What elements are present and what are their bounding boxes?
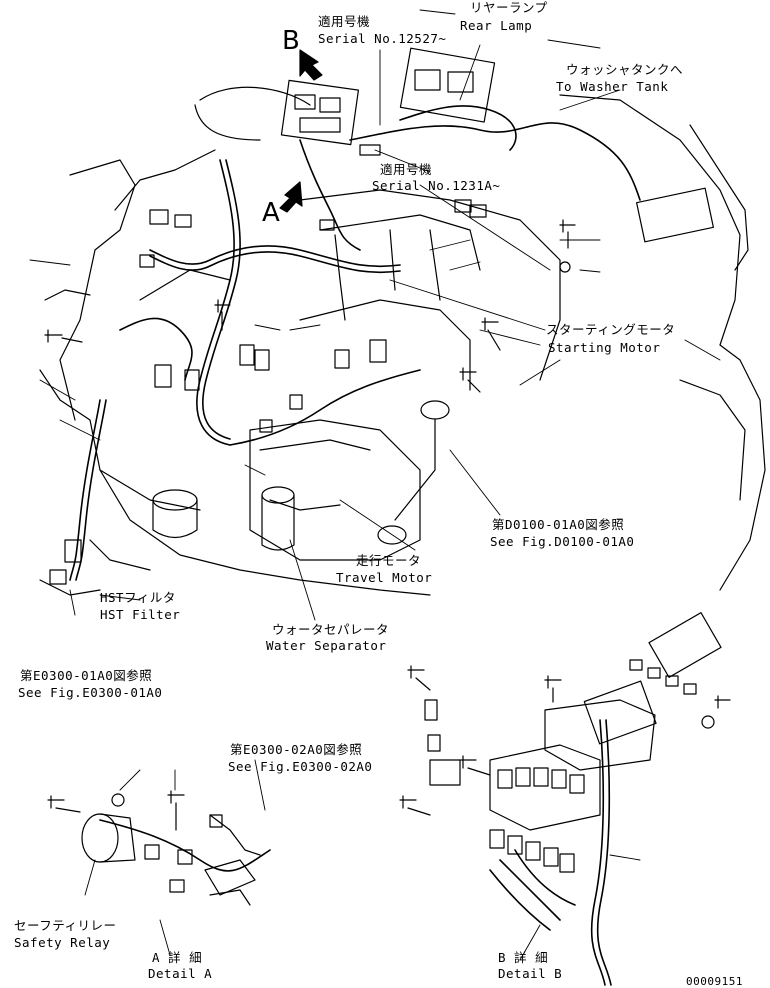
washer-tank-label-jp: ウォッシャタンクへ [566, 62, 684, 77]
rear-lamp-label: Rear Lamp [460, 18, 533, 33]
rear-lamp-label-jp: リヤーランプ [470, 0, 548, 15]
fig-reference-e0300-02-jp: 第E0300-02A0図参照 [230, 742, 363, 757]
bolts [44, 219, 731, 831]
fig-reference-e0300-02: See Fig.E0300-02A0 [228, 759, 373, 774]
fig-reference-d0100-jp: 第D0100-01A0図参照 [492, 517, 625, 532]
serial-label-jp-2: 適用号機 [380, 162, 433, 177]
water-separator-label-jp: ウォータセパレータ [272, 622, 390, 637]
drawing-number: 00009151 [686, 975, 743, 988]
engine-block [152, 189, 561, 561]
detail-a-safety-relay [81, 813, 261, 906]
hst-filter-label: HST Filter [100, 607, 181, 622]
view-a-marker: A [262, 198, 280, 228]
machine-body-outline [39, 86, 766, 596]
water-separator-label: Water Separator [266, 638, 387, 653]
fig-reference-e0300-01-jp: 第E0300-01A0図参照 [20, 668, 153, 683]
detail-b-relay-block [424, 612, 722, 873]
view-arrows [279, 49, 323, 213]
fig-reference-d0100: See Fig.D0100-01A0 [490, 534, 635, 549]
safety-relay-label: Safety Relay [14, 935, 111, 950]
detail-a-title: Detail A [148, 966, 213, 981]
hst-filter-label-jp: HSTフィルタ [100, 590, 176, 605]
safety-relay-label-jp: セーフティリレー [14, 918, 117, 933]
detail-a-title-jp: A 詳 細 [152, 950, 203, 965]
fig-reference-e0300-01: See Fig.E0300-01A0 [18, 685, 163, 700]
harness-bundles [69, 105, 641, 986]
starting-motor-label: Starting Motor [548, 340, 661, 355]
leader-lines [29, 9, 721, 961]
travel-motor-label-jp: 走行モータ [356, 553, 422, 568]
connectors [49, 47, 714, 585]
travel-motor-label: Travel Motor [336, 570, 433, 585]
view-a-arrow [279, 181, 303, 213]
serial-number-label: Serial No.12527~ [318, 31, 447, 46]
starting-motor-label-jp: スターティングモータ [546, 322, 676, 337]
serial-number-label-2: Serial No.1231A~ [372, 178, 501, 193]
view-b-marker: B [282, 26, 300, 56]
view-b-arrow [299, 49, 323, 81]
detail-b-title-jp: B 詳 細 [498, 950, 549, 965]
serial-label-jp: 適用号機 [318, 14, 371, 29]
detail-b-title: Detail B [498, 966, 563, 981]
washer-tank-label: To Washer Tank [556, 79, 669, 94]
